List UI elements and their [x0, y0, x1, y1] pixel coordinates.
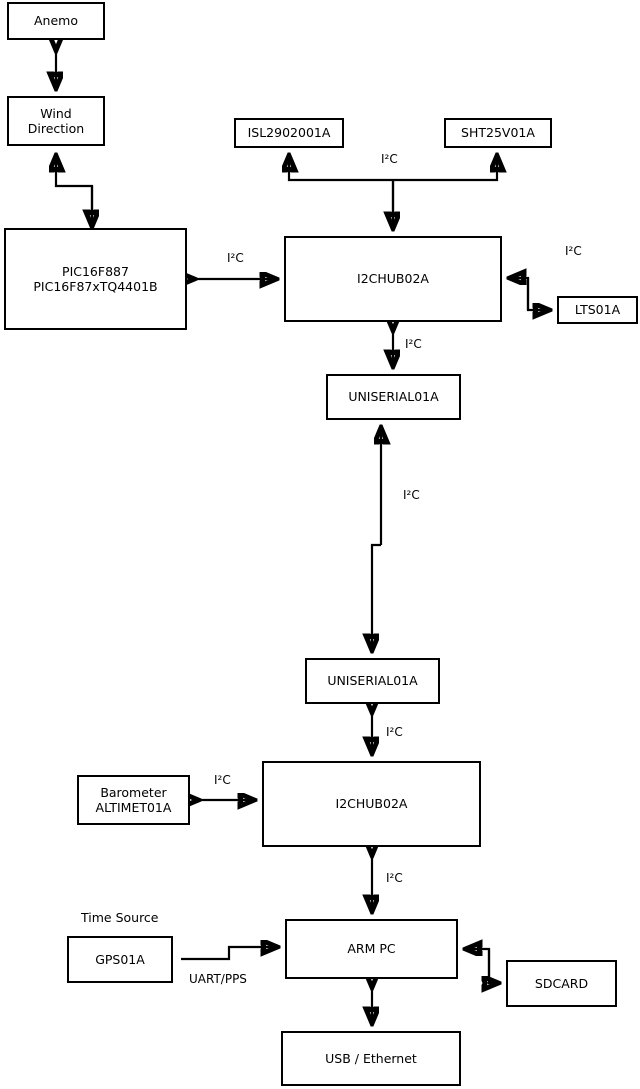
node-usb-ethernet-label: USB / Ethernet [325, 1050, 417, 1066]
edge-label-pic-hub: I²C [227, 251, 244, 265]
edge-sdcard-to-armpc [466, 949, 491, 983]
node-wind-direction[interactable]: Wind Direction [7, 96, 105, 146]
edge-armpc-to-sdcard [489, 949, 498, 983]
node-anemo-label: Anemo [34, 13, 78, 29]
node-isl2902001a[interactable]: ISL2902001A [234, 118, 344, 148]
edge-label-hub-armpc: I²C [386, 871, 403, 885]
node-lts01a[interactable]: LTS01A [557, 296, 638, 324]
node-gps01a-label: GPS01A [95, 951, 145, 967]
edge-label-isl-sht-bus: I²C [381, 152, 398, 166]
edge-bus-to-sht [393, 156, 497, 182]
edge-gps-armpc [181, 947, 277, 961]
node-uniserial01a-bottom-label: UNISERIAL01A [327, 673, 418, 689]
node-usb-ethernet[interactable]: USB / Ethernet [281, 1031, 461, 1086]
node-uniserial01a-top[interactable]: UNISERIAL01A [326, 374, 461, 420]
node-arm-pc-label: ARM PC [347, 941, 396, 957]
node-barometer-altimet01a-label: Barometer ALTIMET01A [95, 784, 172, 815]
node-i2chub02a-top[interactable]: I2CHUB02A [284, 236, 502, 322]
node-lts01a-label: LTS01A [574, 302, 621, 318]
node-uniserial01a-top-label: UNISERIAL01A [348, 389, 439, 405]
edge-label-hub-uniserial-top: I²C [405, 337, 422, 351]
node-i2chub02a-bottom[interactable]: I2CHUB02A [262, 761, 481, 847]
edge-label-uniserial-bot-hub: I²C [386, 725, 403, 739]
node-sht25v01a[interactable]: SHT25V01A [444, 118, 552, 148]
edge-bus-to-isl [289, 156, 393, 182]
node-pic-microcontroller-label: PIC16F887 PIC16F87xTQ4401B [33, 263, 158, 294]
node-pic-microcontroller[interactable]: PIC16F887 PIC16F87xTQ4401B [4, 228, 187, 330]
edge-label-uniserial-link: I²C [403, 488, 420, 502]
node-barometer-altimet01a[interactable]: Barometer ALTIMET01A [77, 775, 190, 825]
edge-uniserial-link [372, 543, 381, 650]
edge-hub-to-lts [526, 278, 549, 310]
node-sht25v01a-label: SHT25V01A [461, 125, 535, 141]
node-arm-pc[interactable]: ARM PC [285, 919, 458, 979]
node-sdcard-label: SDCARD [534, 975, 589, 991]
node-wind-direction-label: Wind Direction [27, 105, 85, 136]
node-isl2902001a-label: ISL2902001A [247, 125, 331, 141]
node-anemo[interactable]: Anemo [7, 2, 105, 40]
edge-pic-wind [56, 156, 94, 226]
node-i2chub02a-bottom-label: I2CHUB02A [335, 796, 408, 812]
node-uniserial01a-bottom[interactable]: UNISERIAL01A [305, 658, 440, 704]
node-i2chub02a-top-label: I2CHUB02A [357, 271, 429, 287]
edge-lts-to-hub [510, 278, 530, 310]
edge-label-hub-lts: I²C [565, 244, 582, 258]
node-sdcard[interactable]: SDCARD [506, 960, 617, 1007]
label-time-source: Time Source [81, 910, 159, 925]
node-gps01a[interactable]: GPS01A [67, 936, 173, 983]
edge-label-gps-armpc: UART/PPS [189, 972, 247, 986]
edge-label-barometer-hub: I²C [214, 773, 231, 787]
